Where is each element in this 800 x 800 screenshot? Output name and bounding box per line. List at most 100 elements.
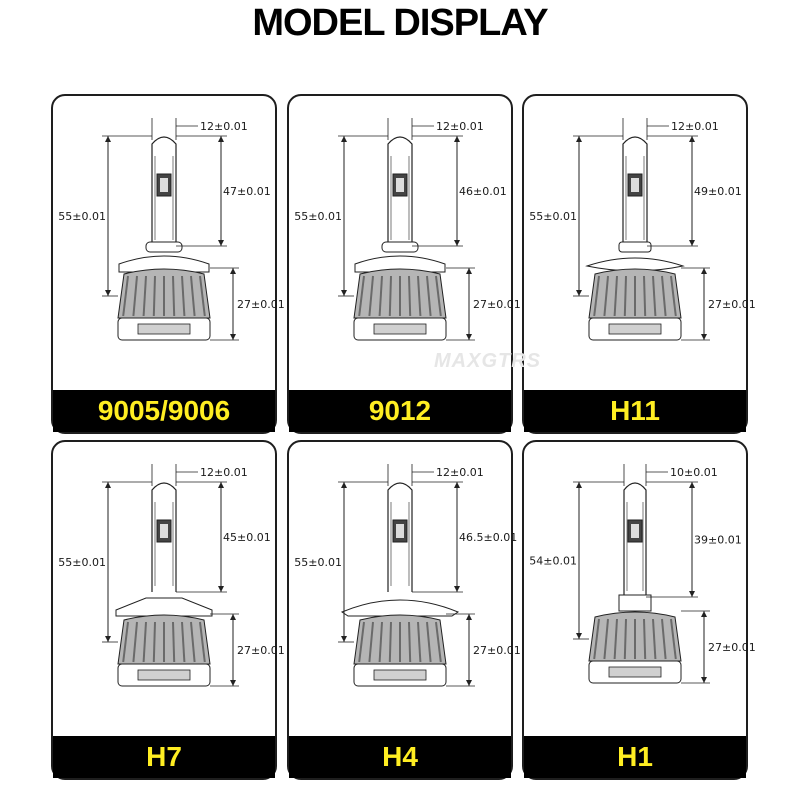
heat-sink-fin [593, 275, 600, 317]
base-window [137, 669, 191, 681]
heat-sink-fin [368, 621, 374, 663]
model-caption: 9012 [289, 390, 511, 432]
heat-sink-fin [152, 621, 156, 663]
heat-sink-fin [122, 621, 129, 663]
heat-sink-fin [661, 275, 667, 317]
page-title: MODEL DISPLAY [252, 2, 548, 44]
socket-collar [145, 241, 183, 253]
heat-sink-fin [670, 275, 677, 317]
base-window [373, 669, 427, 681]
heat-sink-fin [190, 275, 196, 317]
arrow-head [105, 636, 111, 642]
dimension-label: 39±0.01 [694, 534, 742, 547]
heat-sink-fin [358, 621, 365, 663]
model-name: H1 [617, 741, 653, 772]
watermark-logo: MAXGTRS [434, 350, 541, 372]
heat-sink-fin [408, 621, 412, 663]
arrow-head [230, 614, 236, 620]
arrow-head [230, 334, 236, 340]
heat-sink-fin [661, 618, 667, 660]
arrow-head [230, 268, 236, 274]
heat-sink-fin [388, 275, 392, 317]
arrow-head [701, 611, 707, 617]
arrow-head [105, 482, 111, 488]
dimension-label: 12±0.01 [671, 120, 719, 133]
heat-sink-fin [613, 618, 618, 660]
heat-sink-fin [142, 275, 147, 317]
heat-sink-fin [378, 275, 383, 317]
heat-sink-fin [122, 275, 129, 317]
arrow-head [341, 290, 347, 296]
heat-sink-fin [623, 275, 627, 317]
led-chip-highlight [160, 524, 168, 538]
heat-sink-fin [613, 275, 618, 317]
socket-flange [115, 597, 213, 617]
dimension-label: 27±0.01 [473, 644, 521, 657]
dimension-label: 55±0.01 [529, 210, 577, 223]
dimension-label: 12±0.01 [200, 120, 248, 133]
model-name: H7 [146, 741, 182, 772]
heat-sink-fin [652, 618, 657, 660]
arrow-head [466, 334, 472, 340]
arrow-head [454, 482, 460, 488]
heat-sink-fin [358, 275, 365, 317]
arrow-head [454, 240, 460, 246]
dimension-label: 27±0.01 [708, 298, 756, 311]
arrow-head [576, 633, 582, 639]
heat-sink-fin [593, 618, 600, 660]
heat-sink-fin [190, 621, 196, 663]
heat-sink-fin [670, 618, 677, 660]
arrow-head [689, 482, 695, 488]
dimension-label: 12±0.01 [200, 466, 248, 479]
arrow-head [454, 586, 460, 592]
dimension-label: 27±0.01 [237, 644, 285, 657]
heat-sink-fin [199, 621, 206, 663]
dimension-label: 47±0.01 [223, 185, 271, 198]
heat-sink-fin [652, 275, 657, 317]
heat-sink-fin [172, 275, 176, 317]
socket-collar [618, 241, 652, 253]
dimension-label: 49±0.01 [694, 185, 742, 198]
dimension-label: 46.5±0.01 [459, 531, 517, 544]
arrow-head [105, 136, 111, 142]
arrow-head [466, 614, 472, 620]
heat-sink-fin [643, 275, 647, 317]
dimension-label: 12±0.01 [436, 120, 484, 133]
led-chip-highlight [396, 524, 404, 538]
bulb-dimension-drawing: 12±0.01 55±0.01 49±0.01 27±0.01 [529, 118, 756, 341]
model-caption: H1 [524, 736, 746, 778]
led-chip-highlight [396, 178, 404, 192]
heat-sink-fin [132, 275, 138, 317]
model-caption: H7 [53, 736, 275, 778]
heat-sink-fin [368, 275, 374, 317]
arrow-head [341, 482, 347, 488]
heat-sink-fin [408, 275, 412, 317]
dimension-label: 55±0.01 [294, 210, 342, 223]
model-name: 9005/9006 [97, 395, 231, 426]
arrow-head [105, 290, 111, 296]
model-name: H11 [610, 395, 660, 426]
model-name: H4 [382, 741, 418, 772]
dimension-label: 27±0.01 [473, 298, 521, 311]
dimension-label: 27±0.01 [237, 298, 285, 311]
arrow-head [230, 680, 236, 686]
socket-collar [618, 594, 652, 612]
arrow-head [576, 482, 582, 488]
arrow-head [576, 290, 582, 296]
heat-sink-fin [172, 621, 176, 663]
dimension-label: 27±0.01 [708, 641, 756, 654]
heat-sink-fin [435, 275, 442, 317]
dimension-label: 45±0.01 [223, 531, 271, 544]
heat-sink-fin [388, 621, 392, 663]
heat-sink-fin [417, 275, 422, 317]
arrow-head [218, 482, 224, 488]
arrow-head [689, 240, 695, 246]
heat-sink-fin [142, 621, 147, 663]
dimension-label: 12±0.01 [436, 466, 484, 479]
arrow-head [466, 680, 472, 686]
